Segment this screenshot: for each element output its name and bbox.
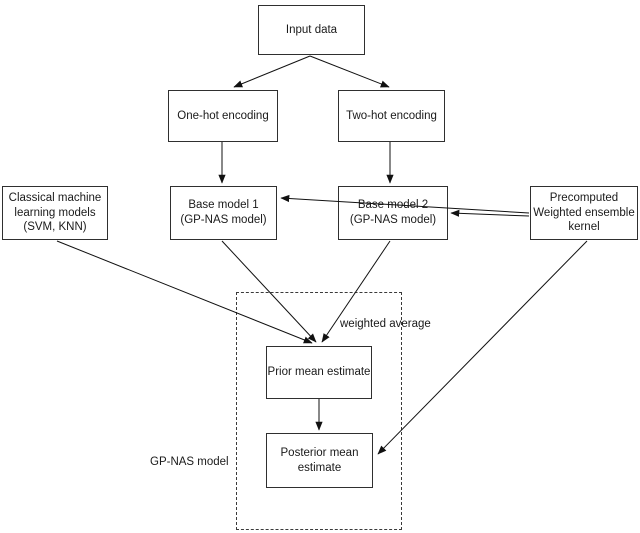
node-label: Posterior mean (280, 446, 359, 459)
node-label: Precomputed (549, 191, 619, 204)
arrow-input-data-to-two-hot (309, 55, 390, 88)
weighted-average-label: weighted average (340, 318, 431, 330)
node-label: Prior mean estimate (267, 366, 371, 379)
node-label: Base model 2 (357, 199, 429, 212)
node-label: learning models (14, 206, 96, 219)
node-two-hot-encoding: Two-hot encoding (338, 90, 445, 142)
node-label: kernel (568, 221, 600, 234)
node-classical-ml-models: Classical machine learning models (SVM, … (2, 186, 108, 240)
node-label: Weighted ensemble (533, 206, 635, 219)
node-one-hot-encoding: One-hot encoding (168, 90, 278, 142)
node-base-model-1: Base model 1 (GP-NAS model) (170, 186, 277, 240)
node-precomputed-kernel: Precomputed Weighted ensemble kernel (530, 186, 638, 240)
arrow-input-data-to-one-hot (233, 55, 311, 88)
node-label: Base model 1 (188, 199, 259, 212)
node-posterior-mean-estimate: Posterior mean estimate (266, 433, 373, 488)
node-label: (GP-NAS model) (180, 214, 267, 226)
node-label: One-hot encoding (177, 109, 269, 122)
node-label: estimate (297, 461, 342, 474)
arrow-precomputed-kernel-to-base-model-2 (450, 209, 530, 217)
node-label: (GP-NAS model) (349, 214, 437, 226)
node-base-model-2: Base model 2 (GP-NAS model) (338, 186, 448, 240)
node-label: Two-hot encoding (346, 109, 437, 122)
node-prior-mean-estimate: Prior mean estimate (266, 346, 372, 399)
gp-nas-model-region-label: GP-NAS model (150, 456, 229, 468)
node-label: (SVM, KNN) (23, 221, 87, 234)
node-input-data: Input data (258, 5, 365, 55)
arrow-precomputed-kernel-to-posterior-mean (377, 240, 588, 455)
node-label: Classical machine (8, 191, 102, 204)
node-label: Input data (285, 23, 338, 36)
